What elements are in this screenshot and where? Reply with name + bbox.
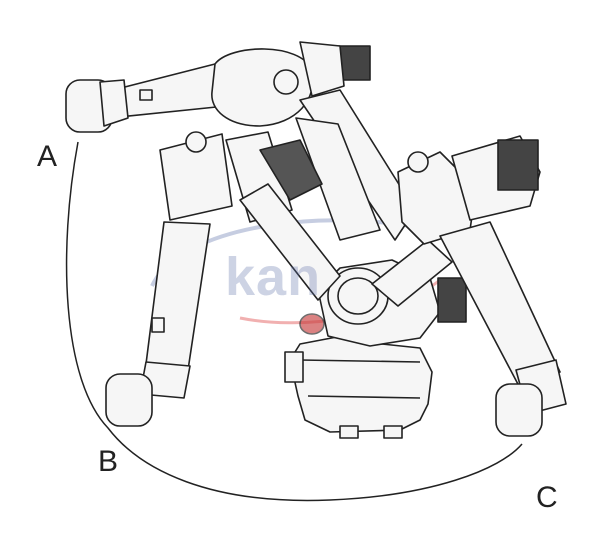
arm-pose-b [139,131,341,399]
trajectory-curve [65,141,523,502]
robot-lower-arm [371,239,453,307]
label-b: B [98,445,119,478]
label-c: C [536,481,558,514]
arm-pose-a [104,41,416,241]
wrist-flange-a [65,79,129,133]
watermark-text: kan [225,247,322,307]
wrist-flange-c [495,383,543,437]
label-a: A [37,140,58,173]
arm-pose-c [397,135,567,415]
robot-base [284,335,433,439]
wrist-flange-b [105,373,153,427]
